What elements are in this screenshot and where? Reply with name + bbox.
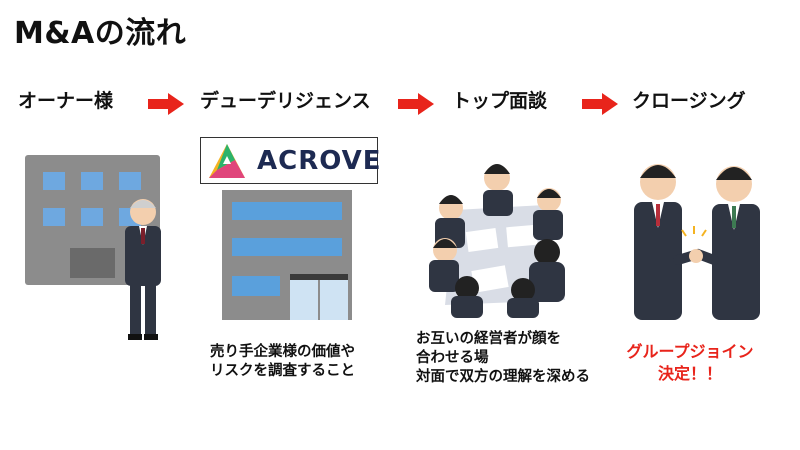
stage-label-closing: クロージング xyxy=(632,90,746,112)
stage-label-top-meeting: トップ面談 xyxy=(452,90,548,112)
person-icon xyxy=(507,278,539,318)
meeting-illustration xyxy=(429,164,565,318)
handshake-icon xyxy=(689,249,703,263)
logo-text: ACROVE xyxy=(257,146,382,176)
owner-building-illustration xyxy=(25,155,161,340)
stage-label-due-diligence: デューデリジェンス xyxy=(200,90,371,112)
description-closing: グループジョイン 決定！！ xyxy=(626,342,754,383)
arrow-right-icon xyxy=(398,93,434,115)
company-building-illustration xyxy=(222,190,352,320)
acrove-logo-mark-icon xyxy=(209,144,245,178)
sparkle-icon xyxy=(681,226,707,237)
person-icon xyxy=(483,164,513,216)
person-left-icon xyxy=(634,164,682,320)
handshake-illustration xyxy=(634,164,760,320)
person-right-icon xyxy=(712,166,760,320)
owner-person-icon xyxy=(125,199,161,340)
person-icon xyxy=(533,188,563,240)
acrove-logo: ACROVE xyxy=(200,137,381,184)
page-title: M&Aの流れ xyxy=(14,16,187,51)
arrow-right-icon xyxy=(582,93,618,115)
description-top-meeting: お互いの経営者が顔を 合わせる場 対面で双方の理解を深める xyxy=(416,331,590,385)
arrow-right-icon xyxy=(148,93,184,115)
stage-label-owner: オーナー様 xyxy=(18,90,114,112)
person-icon xyxy=(451,276,483,318)
person-icon xyxy=(529,239,565,302)
person-icon xyxy=(429,238,459,292)
description-due-diligence: 売り手企業様の価値や リスクを調査すること xyxy=(210,344,355,379)
